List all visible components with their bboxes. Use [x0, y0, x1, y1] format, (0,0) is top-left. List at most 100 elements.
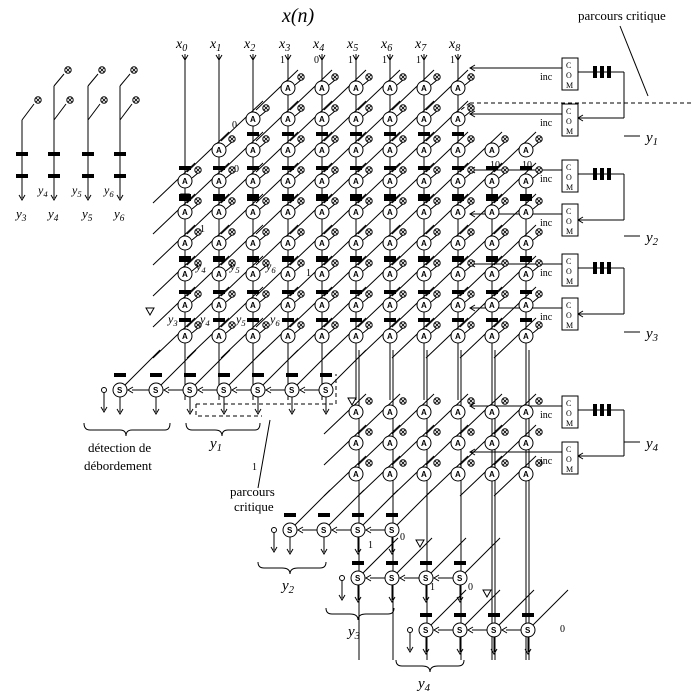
adder-cell-b-letter: A [387, 470, 393, 479]
diagonal-wire [391, 69, 435, 111]
critical-pointer-top [619, 25, 649, 97]
com-letter: O [566, 267, 572, 276]
mult-link [191, 203, 199, 210]
adder-cell-b-circle [450, 404, 466, 420]
mult-link [430, 79, 438, 86]
multiplier-node [194, 259, 202, 267]
adder-cell-b-circle [348, 435, 364, 451]
com-letter: M [566, 321, 573, 330]
inner-y-label-2: y6 [265, 259, 276, 275]
arrow-down [288, 408, 296, 415]
arrow-down [354, 548, 362, 555]
arrow-left [469, 64, 476, 72]
adder-cell-letter: A [285, 146, 291, 155]
sum-cell-3-letter: S [389, 574, 395, 583]
multiplier-node [535, 197, 543, 205]
com-letter: C [566, 445, 571, 454]
adder-cell-circle [314, 235, 330, 251]
mult-link [396, 141, 404, 148]
com-letter: M [566, 465, 573, 474]
arrow-down [490, 648, 498, 655]
mult-link [430, 141, 438, 148]
multiplier-node [100, 96, 108, 104]
legend-diag [21, 103, 35, 121]
adder-cell-b-letter: A [455, 408, 461, 417]
diagonal-wire [255, 131, 299, 173]
sum-cell-circle [112, 382, 128, 398]
diagonal-wire [255, 69, 299, 111]
com-block: COM [561, 103, 579, 137]
input-bit-1: 0 [314, 55, 319, 66]
adder-cell-circle [245, 328, 261, 344]
diagonal-wire [391, 317, 435, 359]
diagonal-wire [289, 224, 333, 266]
adder-cell-circle [245, 235, 261, 251]
mult-link [396, 110, 404, 117]
adder-cell-letter: A [319, 208, 325, 217]
adder-cell-letter: A [421, 239, 427, 248]
adder-cell-letter: A [421, 332, 427, 341]
diagonal-wire [425, 224, 469, 266]
mult-link [259, 110, 267, 117]
adder-cell-letter: A [489, 146, 495, 155]
multiplier-node [262, 135, 270, 143]
adder-cell-circle [280, 173, 296, 189]
mult-link [498, 203, 506, 210]
adder-cell-b-circle [416, 435, 432, 451]
mult-link [294, 265, 302, 272]
diagonal-wire [289, 69, 333, 111]
multiplier-node [365, 73, 373, 81]
adder-cell-circle [348, 111, 364, 127]
inner-y-label-4: y4 [199, 312, 210, 328]
multiplier-node [194, 166, 202, 174]
sum-cell-letter: S [221, 386, 227, 395]
adder-cell-letter: A [489, 332, 495, 341]
sum-cell-3-letter: S [423, 574, 429, 583]
adder-cell-b-letter: A [523, 470, 529, 479]
multiplier-node [297, 104, 305, 112]
diagonal-wire [289, 255, 333, 297]
adder-cell-letter: A [421, 301, 427, 310]
adder-cell-letter: A [216, 177, 222, 186]
inner-y-label-3: y3 [167, 312, 178, 328]
multiplier-node [433, 104, 441, 112]
adder-cell-circle [211, 142, 227, 158]
adder-cell-letter: A [387, 84, 393, 93]
adder-cell-letter: A [182, 208, 188, 217]
adder-cell-circle [280, 111, 296, 127]
adder-cell-letter: A [285, 177, 291, 186]
adder-cell-letter: A [250, 177, 256, 186]
multiplier-node [228, 135, 236, 143]
multiplier-node [365, 228, 373, 236]
adder-cell-letter: A [489, 208, 495, 217]
mult-link [259, 265, 267, 272]
mult-link [498, 327, 506, 334]
adder-cell-circle [314, 111, 330, 127]
multiplier-node [535, 228, 543, 236]
diagonal-wire [186, 131, 230, 173]
inner-y-label-6: y6 [269, 312, 280, 328]
arrow-left [469, 448, 476, 456]
inner-y-label-1: y5 [229, 259, 240, 275]
arrow-left [297, 526, 304, 534]
adder-cell-letter: A [455, 177, 461, 186]
adder-cell-b-letter: A [489, 408, 495, 417]
mult-link [498, 141, 506, 148]
diagonal-wire [357, 69, 401, 111]
adder-cell-letter: A [353, 332, 359, 341]
diagonal-wire [323, 69, 367, 111]
multiplier-node [297, 166, 305, 174]
multiplier-node [501, 428, 509, 436]
diagonal-wire [459, 224, 503, 266]
multiplier-node [365, 428, 373, 436]
multiplier-node [365, 166, 373, 174]
sum-cell-3-circle [452, 570, 468, 586]
diagonal-wire [493, 255, 537, 297]
diagonal-wire [255, 255, 299, 297]
s-diag [189, 349, 231, 391]
mult-link [464, 110, 472, 117]
com-letter: O [566, 455, 572, 464]
legend-bottom-2: y5 [80, 206, 93, 224]
